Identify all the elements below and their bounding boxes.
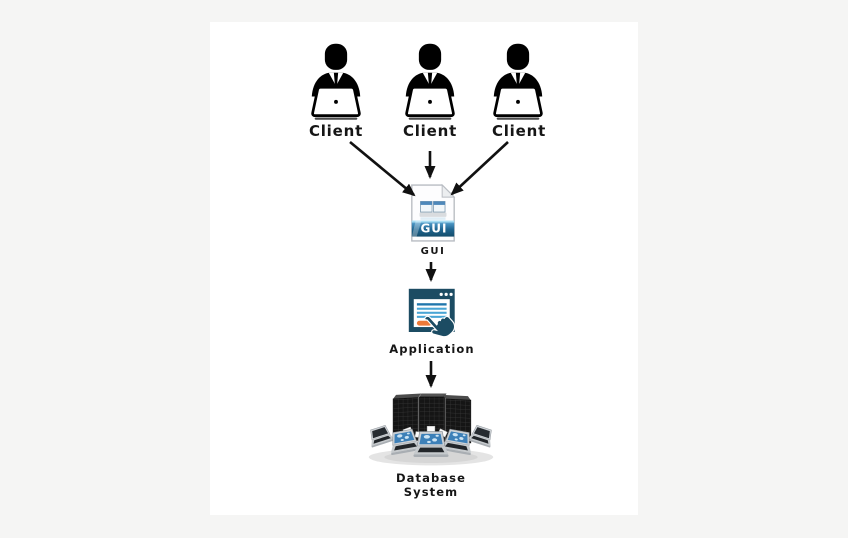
application-label: Application <box>389 342 475 356</box>
node-client-2 <box>399 42 461 122</box>
client-1-label: Client <box>308 122 364 140</box>
client-3-label: Client <box>491 122 547 140</box>
gui-file-icon: GUI <box>411 183 456 242</box>
node-application <box>406 287 462 341</box>
app-window-pointer-hand-icon <box>408 288 456 338</box>
node-client-1 <box>305 42 367 122</box>
gui-label: GUI <box>420 246 446 257</box>
database-label-line2: System <box>403 485 459 499</box>
node-client-3 <box>487 42 549 122</box>
person-at-laptop-icon <box>493 43 543 120</box>
node-database <box>363 390 499 468</box>
gui-badge-text: GUI <box>420 222 447 236</box>
client-2-label: Client <box>402 122 458 140</box>
server-racks-with-laptops-icon <box>366 393 496 466</box>
person-at-laptop-icon <box>311 43 361 120</box>
database-label-line1: Database <box>395 471 466 485</box>
database-label: Database System <box>371 471 491 499</box>
person-at-laptop-icon <box>405 43 455 120</box>
node-gui: GUI <box>407 183 459 243</box>
